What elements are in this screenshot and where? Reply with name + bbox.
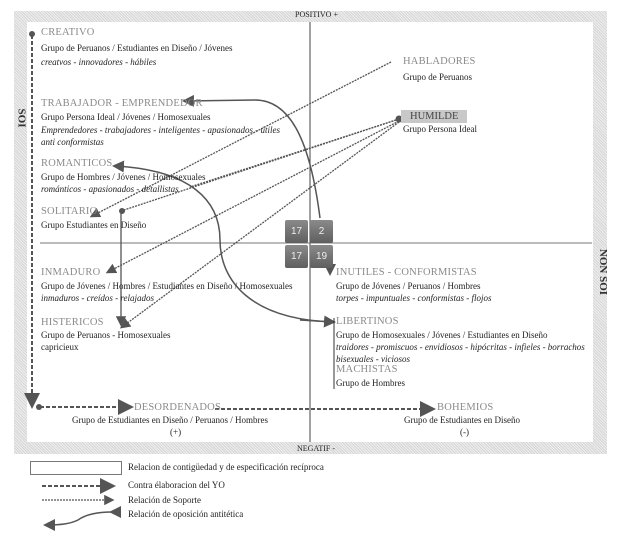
opposition-arc-romanticos-libertinos [112, 160, 336, 323]
legend-label-contiguity: Relacion de contigüedad y de especificac… [128, 462, 324, 472]
category-traits-inutiles: torpes - impuntuales - conformistas - fl… [336, 293, 492, 303]
category-group-machistas: Grupo de Hombres [336, 378, 405, 388]
legend-contiguity-swatch [30, 461, 122, 475]
category-traits-histericos: capricieux [41, 342, 79, 352]
opposition-arc-trabajador-inutiles [182, 94, 321, 219]
category-group-humilde: Grupo Persona Ideal [403, 124, 477, 134]
category-group-romanticos: Grupo de Hombres / Jóvenes / Homosexuale… [41, 172, 206, 182]
category-traits2-trabajador: anti conformistas [41, 137, 104, 147]
category-title-solitario: SOLITARIO [41, 206, 98, 217]
category-title-inmaduro: INMADURO [41, 267, 101, 278]
dotted-line-habladores-solitario [89, 61, 392, 218]
category-traits2-libertinos: bisexuales - viciosos [336, 354, 410, 364]
category-group-inutiles: Grupo de Jóvenes / Peruanos / Hombres [336, 281, 481, 291]
category-group-libertinos: Grupo de Homosexuales / Jóvenes / Estudi… [336, 330, 548, 340]
quadrant-count-bottom-left: 17 [285, 245, 308, 268]
category-title-inutiles: INUTILES - CONFORMISTAS [336, 267, 477, 278]
category-group-inmaduro: Grupo de Jóvenes / Hombres / Estudiantes… [41, 281, 293, 291]
category-title-histericos: HISTERICOS [41, 317, 104, 328]
quadrant-count-top-left: 17 [285, 220, 308, 243]
legend-label-oposicion: Relación de oposición antitética [128, 509, 244, 519]
axis-non-soi-label: NON SOI [597, 248, 610, 296]
category-sign-desordenados: (+) [170, 427, 182, 437]
category-group-desordenados: Grupo de Estudiantes en Diseño / Peruano… [72, 415, 268, 425]
category-title-trabajador: TRABAJADOR - EMPRENDEDOR [41, 98, 203, 109]
category-group-histericos: Grupo de Peruanos - Homosexuales [41, 330, 171, 340]
axis-positive-label: POSITIVO + [295, 10, 338, 19]
dotted-line-humilde-histericos [119, 121, 400, 329]
arrow-to-libertinos [299, 315, 336, 328]
axis-negative-label: NEGATIF - [297, 444, 335, 453]
category-title-desordenados: DESORDENADOS [134, 402, 221, 413]
node-dot-creativo [29, 31, 35, 37]
category-group-bohemios: Grupo de Estudiantes en Diseño [404, 415, 520, 425]
category-title-bohemios: BOHEMIOS [437, 402, 494, 413]
category-traits-romanticos: románticos - apasionados - detallistas [41, 184, 179, 194]
node-dot-desordenados [36, 404, 42, 410]
dotted-line-humilde-solitario [123, 118, 400, 211]
category-group-trabajador: Grupo Persona Ideal / Jóvenes / Homosexu… [41, 112, 211, 122]
category-title-libertinos: LIBERTINOS [336, 316, 399, 327]
category-title-machistas: MACHISTAS [336, 364, 398, 375]
category-title-humilde: HUMILDE [401, 110, 467, 123]
axis-soi-label: SOI [15, 108, 28, 128]
category-group-solitario: Grupo Estudiantes en Diseño [41, 220, 147, 230]
quadrant-count-bottom-right: 19 [310, 245, 333, 268]
category-title-romanticos: ROMANTICOS [41, 158, 113, 169]
category-traits-creativo: creatvos - innovadores - hábiles [41, 57, 157, 67]
category-traits-trabajador: Emprendedores - trabajadores - inteligen… [41, 125, 280, 135]
category-group-habladores: Grupo de Peruanos [403, 72, 472, 82]
legend-opposition-arrow [43, 505, 122, 531]
category-sign-bohemios: (-) [460, 427, 469, 437]
category-title-habladores: HABLADORES [403, 56, 476, 67]
dotted-line-humilde-inmaduro [105, 120, 400, 274]
node-dot-solitario [119, 208, 125, 214]
legend-label-contra-elaboracion: Contra élaboracion del YO [128, 480, 225, 490]
category-traits-libertinos: traidores - promiscuos - envidiosos - hi… [336, 342, 585, 352]
category-title-creativo: CREATIVO [41, 27, 95, 38]
category-group-creativo: Grupo de Peruanos / Estudiantes en Diseñ… [41, 43, 233, 53]
quadrant-count-top-right: 2 [310, 220, 333, 243]
legend-label-soporte: Relación de Soporte [128, 495, 201, 505]
category-traits-inmaduro: inmaduros - creídos - relajados [41, 293, 154, 303]
